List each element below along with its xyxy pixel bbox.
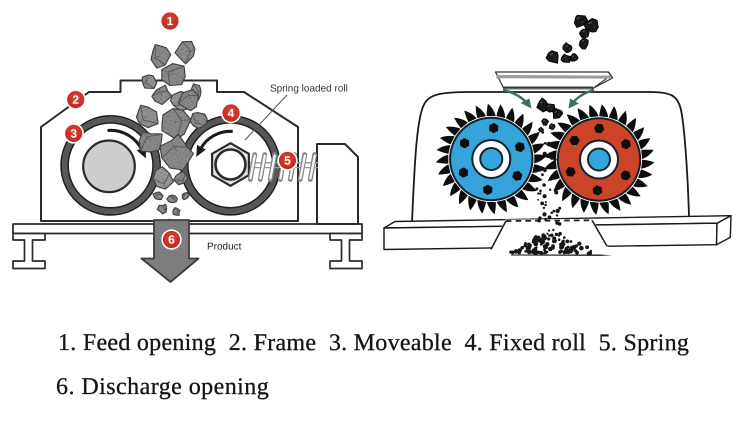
svg-text:Spring loaded roll: Spring loaded roll (270, 84, 348, 95)
svg-text:6: 6 (168, 233, 175, 247)
svg-text:3: 3 (70, 127, 77, 141)
svg-text:6. Discharge opening: 6. Discharge opening (56, 374, 269, 400)
svg-text:4: 4 (228, 106, 235, 120)
svg-text:1. Feed opening 2. Frame 3.: 1. Feed opening 2. Frame 3. Moveable 4. … (58, 330, 689, 356)
svg-text:1: 1 (167, 14, 174, 28)
svg-text:Product: Product (207, 242, 242, 253)
svg-text:5: 5 (284, 154, 291, 168)
svg-text:2: 2 (72, 93, 79, 107)
